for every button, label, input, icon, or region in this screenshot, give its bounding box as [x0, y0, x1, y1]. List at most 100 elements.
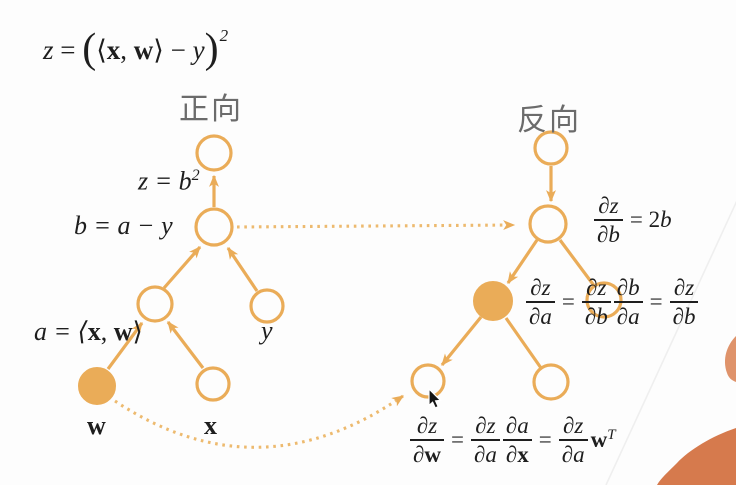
- frac-dz-dw: ∂z ∂w: [410, 412, 444, 468]
- numerator: ∂b: [616, 275, 640, 300]
- numerator: ∂z: [586, 275, 607, 300]
- denominator: ∂b: [581, 301, 611, 330]
- equals: =: [649, 289, 663, 315]
- label-a-pre: a = ⟨: [34, 316, 88, 346]
- presenter-head-sliver: [725, 336, 736, 382]
- var-b: b: [660, 207, 672, 233]
- frac-dz-da: ∂z ∂a: [470, 412, 500, 468]
- edge-forward-y-to-b: [226, 247, 259, 292]
- denominator: ∂w: [410, 439, 444, 468]
- background-diagonal-line: [605, 200, 736, 485]
- label-b-equals-a-minus-y: b = a − y: [74, 211, 173, 240]
- right-angle: ⟩: [153, 34, 164, 65]
- numerator: ∂z: [416, 413, 438, 438]
- frac-dz-db-result: ∂z ∂b: [669, 274, 699, 330]
- left-paren: (: [82, 25, 97, 72]
- edge-forward-a-to-b: [162, 245, 202, 290]
- var-y: y: [192, 34, 205, 65]
- numerator: ∂a: [505, 413, 529, 438]
- exponent: 2: [219, 25, 229, 45]
- vec-x: x: [106, 34, 121, 65]
- presenter-webcam-overlay: [657, 336, 736, 485]
- vec-w: w: [424, 442, 441, 468]
- node-forward-b: [194, 207, 234, 247]
- node-backward-x: [532, 363, 570, 401]
- frac-dz-db: ∂z ∂b: [594, 192, 623, 248]
- frac-da-dx: ∂a ∂x: [502, 412, 532, 468]
- denominator: ∂b: [594, 219, 623, 248]
- numerator: ∂z: [598, 193, 619, 218]
- equals: =: [561, 289, 575, 315]
- node-forward-w-filled: [78, 367, 116, 405]
- denominator: ∂a: [613, 301, 643, 330]
- comma: ,: [120, 34, 134, 65]
- title-forward: 正向: [179, 93, 243, 126]
- label-z-sup: 2: [191, 166, 200, 184]
- node-forward-y: [249, 288, 285, 324]
- denominator: ∂x: [502, 439, 532, 468]
- mouse-cursor-icon: [428, 387, 442, 409]
- equals: =: [53, 34, 83, 65]
- frac-dz-da-result: ∂z ∂a: [558, 412, 588, 468]
- partial: ∂: [505, 442, 518, 468]
- vec-w: w: [590, 427, 608, 453]
- label-a-post: ⟩: [132, 316, 143, 346]
- node-forward-a: [136, 285, 174, 323]
- vec-x: x: [517, 442, 529, 468]
- edge-backward-b-to-y: [558, 239, 597, 288]
- right-paren: ): [204, 25, 219, 72]
- denominator: ∂b: [669, 301, 699, 330]
- frac-dz-da: ∂z ∂a: [526, 274, 555, 330]
- equals: =: [629, 207, 643, 233]
- node-backward-y: [585, 281, 623, 319]
- edge-backward-a-to-w: [440, 315, 483, 367]
- product: ∂z ∂b ∂b ∂a: [581, 274, 643, 330]
- label-z-main: z = b: [138, 166, 192, 196]
- frac-dz-db: ∂z ∂b: [581, 274, 611, 330]
- equation-dz-da: ∂z ∂a = ∂z ∂b ∂b ∂a = ∂z ∂b: [526, 274, 699, 330]
- dotted-link-w-forward-to-backward: [114, 394, 404, 449]
- equals: =: [451, 427, 464, 453]
- w-transpose: wT: [591, 427, 616, 453]
- title-backward: 反向: [517, 104, 581, 137]
- node-forward-z: [195, 134, 233, 172]
- numerator: ∂z: [475, 413, 496, 438]
- product: ∂z ∂a ∂a ∂x: [470, 412, 532, 468]
- label-w: w: [87, 411, 106, 440]
- frac-db-da: ∂b ∂a: [613, 274, 643, 330]
- denominator: ∂a: [526, 301, 555, 330]
- label-a-equals-inner-product: a = ⟨x, w⟩: [8, 289, 143, 375]
- label-a-sep: ,: [100, 316, 114, 346]
- label-z-equals-b-squared: z = b2: [112, 138, 200, 224]
- node-forward-x: [195, 366, 231, 402]
- dotted-link-b-forward-to-backward: [236, 220, 516, 231]
- var-z: z: [43, 34, 54, 65]
- equation-dz-db: ∂z ∂b = 2b: [594, 192, 672, 248]
- node-backward-a-filled: [473, 281, 513, 321]
- numerator: ∂z: [562, 413, 584, 438]
- edge-backward-a-to-x: [504, 317, 543, 369]
- left-angle: ⟨: [96, 34, 107, 65]
- transpose-sup: T: [607, 427, 616, 444]
- label-a-vec-w: w: [113, 316, 133, 346]
- presenter-shoulder: [657, 428, 736, 485]
- node-backward-z: [533, 130, 569, 166]
- denominator: ∂a: [558, 439, 588, 468]
- result-term: ∂z ∂a wT: [558, 412, 616, 468]
- partial: ∂: [413, 442, 425, 468]
- edge-forward-x-to-a: [166, 321, 205, 369]
- coefficient: 2: [642, 207, 661, 233]
- edge-backward-b-to-a: [506, 239, 539, 284]
- equation-dz-dw: ∂z ∂w = ∂z ∂a ∂a ∂x = ∂z ∂a wT: [410, 412, 616, 468]
- node-backward-b: [528, 204, 568, 244]
- label-a-vec-x: x: [87, 316, 101, 346]
- denominator: ∂a: [470, 439, 500, 468]
- node-backward-w: [410, 363, 446, 399]
- header-formula: z = (⟨x, w⟩ − y)2: [16, 6, 228, 95]
- rhs: = 2b: [630, 207, 672, 233]
- label-x: x: [204, 411, 217, 440]
- numerator: ∂z: [530, 275, 551, 300]
- minus: −: [163, 34, 193, 65]
- vec-w: w: [133, 34, 154, 65]
